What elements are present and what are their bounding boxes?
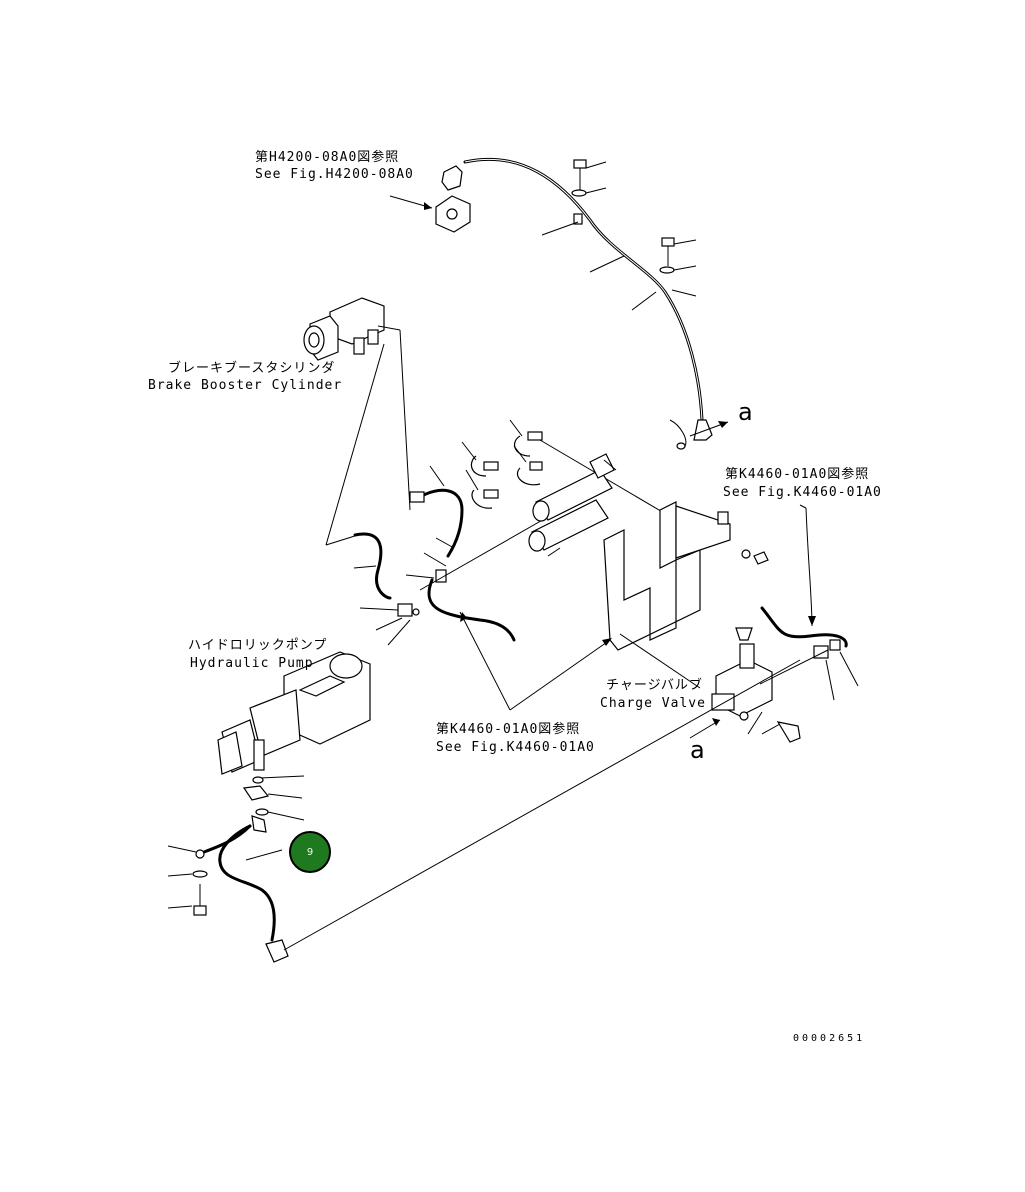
ref-h4200-en: See Fig.H4200-08A0 — [255, 167, 414, 182]
charge-valve-label-jp: チャージバルブ — [606, 678, 703, 693]
charge-valve — [619, 627, 829, 743]
brake-booster-cylinder — [303, 297, 411, 546]
mounting-bracket — [603, 501, 769, 651]
ref-h4200-jp: 第H4200-08A0図参照 — [255, 150, 400, 165]
callout-a-top: a — [738, 398, 753, 426]
ref-k4460-mid-jp: 第K4460-01A0図参照 — [436, 722, 581, 737]
ref-k4460-top-jp: 第K4460-01A0図参照 — [725, 467, 870, 482]
upper-hose-assembly — [389, 157, 729, 450]
hydraulic-pump-label-jp: ハイドロリックポンプ — [188, 638, 328, 653]
callout-a-bottom: a — [690, 736, 705, 764]
hydraulic-pump — [217, 651, 371, 821]
pump-outlet-hose — [167, 659, 801, 963]
hydraulic-pump-label-en: Hydraulic Pump — [190, 656, 314, 671]
k4460-mid-leaders — [459, 611, 612, 711]
ref-k4460-top-en: See Fig.K4460-01A0 — [723, 485, 882, 500]
charge-valve-label-en: Charge Valve — [600, 696, 706, 711]
accumulators — [461, 419, 617, 557]
drawing-code: 00002651 — [793, 1033, 866, 1044]
brake-booster-label-jp: ブレーキブースタシリンダ — [168, 361, 336, 376]
ref-k4460-mid-en: See Fig.K4460-01A0 — [436, 740, 595, 755]
k4460-hose — [760, 504, 859, 701]
part-number-badge[interactable]: 9 — [289, 831, 331, 873]
brake-booster-label-en: Brake Booster Cylinder — [148, 378, 343, 393]
